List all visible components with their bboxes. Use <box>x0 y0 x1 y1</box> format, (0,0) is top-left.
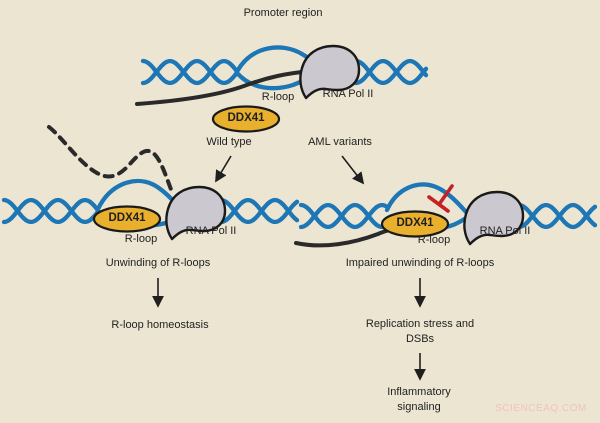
ddx41-label-left: DDX41 <box>108 212 146 224</box>
rna-pol-ii-label-top: RNA Pol II <box>322 88 374 100</box>
ddx41-oval-right <box>380 210 450 238</box>
aml-variants-label: AML variants <box>308 136 372 148</box>
rna-pol-ii-blob-left <box>165 185 227 241</box>
ddx41-label-right: DDX41 <box>396 217 434 229</box>
ddx41-oval-left <box>92 205 162 233</box>
unwinding-label: Unwinding of R-loops <box>105 257 211 269</box>
rna-pol-ii-label-right: RNA Pol II <box>479 225 531 237</box>
impaired-unwinding-label: Impaired unwinding of R-loops <box>345 257 495 269</box>
released-rna-dashed <box>47 125 174 194</box>
inflammatory-signaling-label: Inflammatory signaling <box>387 386 451 413</box>
ddx41-label-top: DDX41 <box>227 112 265 124</box>
nascent-rna-top <box>135 69 314 106</box>
wild-type-label: Wild type <box>206 136 252 148</box>
inhibition-symbol <box>427 184 454 213</box>
persistent-rna-right <box>294 226 400 248</box>
replication-stress-label: Replication stress and DSBs <box>365 318 475 345</box>
rna-pol-ii-blob-top <box>299 44 361 100</box>
r-loop-label-top: R-loop <box>261 91 295 103</box>
dna-helix-top <box>140 45 429 91</box>
watermark-text: SCIENCEAQ.COM <box>495 403 587 414</box>
branch-arrows <box>215 155 365 185</box>
aml-variants-arrow <box>341 155 365 185</box>
promoter-region-label: Promoter region <box>243 7 323 19</box>
rna-pol-ii-label-left: RNA Pol II <box>185 225 237 237</box>
r-loop-homeostasis-label: R-loop homeostasis <box>111 319 209 331</box>
r-loop-label-right: R-loop <box>417 234 451 246</box>
rna-pol-ii-blob-right <box>463 190 525 246</box>
ddx41-oval-top <box>211 105 281 133</box>
r-loop-label-left: R-loop <box>124 233 158 245</box>
r-loop-top-strand-left <box>95 178 182 212</box>
r-loop-top-strand-right <box>384 182 469 215</box>
wild-type-arrow <box>215 155 232 183</box>
